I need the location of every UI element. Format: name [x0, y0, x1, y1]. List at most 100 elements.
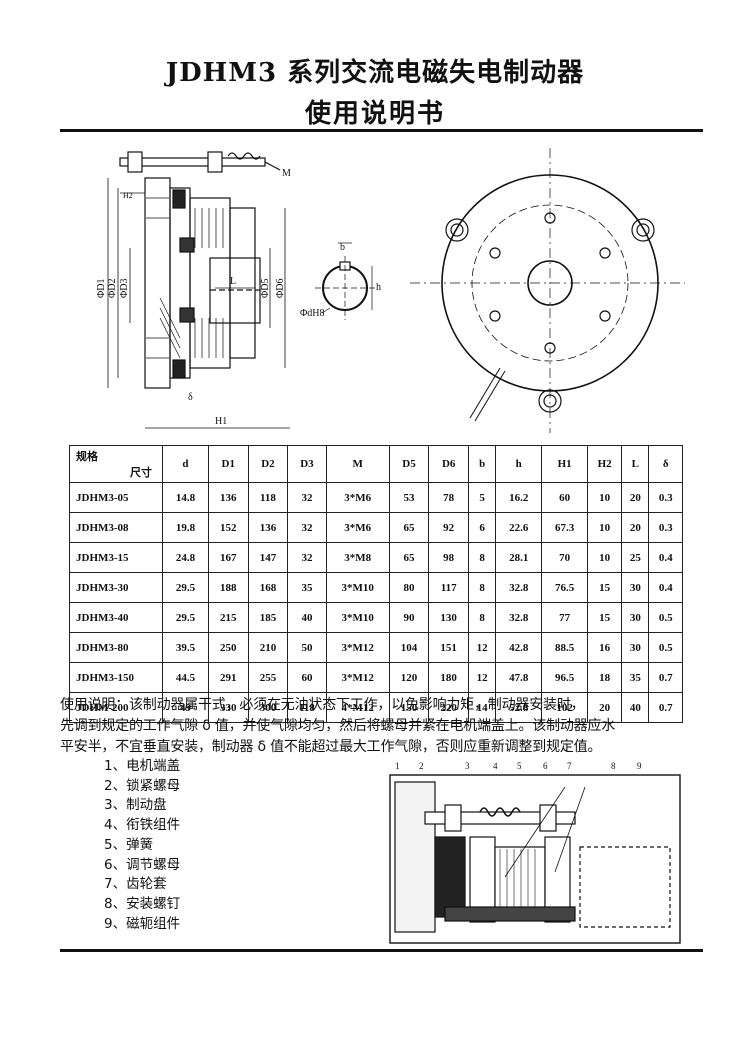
table-cell: 35: [287, 572, 327, 603]
table-cell: 215: [207, 602, 249, 633]
column-header: M: [325, 445, 390, 483]
column-header: D3: [287, 445, 327, 483]
table-cell: 0.3: [648, 512, 683, 543]
table-cell: 29.5: [162, 602, 209, 633]
part-number-8: 8: [611, 761, 616, 771]
table-cell: 96.5: [541, 662, 589, 693]
column-header: δ: [648, 445, 683, 483]
front-view: [410, 148, 685, 433]
table-cell: 25: [621, 542, 650, 573]
table-cell: 90: [388, 602, 430, 633]
table-cell: 24.8: [162, 542, 209, 573]
column-header: d: [162, 445, 209, 483]
table-cell: 39.5: [162, 632, 209, 663]
table-cell: 6: [468, 512, 497, 543]
table-cell: 20: [621, 482, 650, 513]
table-cell: 22.6: [495, 512, 543, 543]
table-cell: 53: [388, 482, 430, 513]
table-cell: 0.4: [648, 542, 683, 573]
table-cell: 29.5: [162, 572, 209, 603]
table-cell: 60: [287, 662, 327, 693]
table-cell: 151: [428, 632, 470, 663]
table-cell: 20: [621, 512, 650, 543]
table-cell: 118: [287, 692, 327, 723]
part-number-3: 3: [465, 761, 470, 771]
table-cell: 4*M12: [325, 692, 390, 723]
table-cell: 65: [388, 542, 430, 573]
label-M: M: [282, 168, 291, 179]
table-cell: 255: [247, 662, 289, 693]
table-cell: 76.5: [541, 572, 589, 603]
table-cell: 32.8: [495, 572, 543, 603]
table-cell: 12: [468, 662, 497, 693]
table-cell: 3*M12: [325, 662, 390, 693]
table-cell: 92: [428, 512, 470, 543]
table-cell: 150: [388, 692, 430, 723]
part-number-6: 6: [543, 761, 548, 771]
table-cell: 98: [428, 542, 470, 573]
table-cell: 8: [468, 602, 497, 633]
label-dH8: ΦdH8: [300, 308, 325, 319]
table-cell: 12: [468, 632, 497, 663]
label-D2: ΦD2: [107, 278, 118, 298]
list-item: 3、制动盘: [104, 797, 167, 814]
table-cell: 130: [428, 602, 470, 633]
part-number-5: 5: [517, 761, 522, 771]
table-cell: 32.8: [495, 602, 543, 633]
table-cell: 10: [587, 512, 623, 543]
model-cell: JDHM3-15: [69, 542, 163, 573]
table-cell: 67.3: [541, 512, 589, 543]
table-cell: 0.7: [648, 692, 683, 723]
label-delta: δ: [188, 392, 193, 403]
table-cell: 14.8: [162, 482, 209, 513]
model-cell: JDHM3-05: [69, 482, 163, 513]
table-cell: 10: [587, 542, 623, 573]
table-cell: 32: [287, 512, 327, 543]
table-cell: 120: [388, 662, 430, 693]
part-number-1: 1: [395, 761, 400, 771]
label-D1: ΦD1: [96, 278, 107, 298]
table-cell: 32: [287, 482, 327, 513]
footer-rule: [60, 949, 703, 952]
parts-list: 1、电机端盖 2、锁紧螺母 3、制动盘 4、衔铁组件 5、弹簧 6、调节螺母 7…: [104, 757, 180, 934]
instructions-line: 使用说明：该制动器属干式，必须在无油状态下工作，以免影响力矩，制动器安装时，: [60, 697, 585, 713]
table-cell: 168: [247, 572, 289, 603]
table-cell: 42.8: [495, 632, 543, 663]
model-cell: JDHM-200: [69, 692, 163, 723]
label-D3: ΦD3: [119, 278, 130, 298]
table-cell: 30: [621, 602, 650, 633]
table-cell: 44.5: [162, 662, 209, 693]
table-cell: 3*M6: [325, 482, 390, 513]
table-cell: 60: [541, 482, 589, 513]
table-cell: 330: [207, 692, 249, 723]
spec-table-header: 规格 尺寸 d D1 D2 D3 M D5 D6 b h H1 H2 L δ: [69, 445, 683, 483]
table-cell: 50: [287, 632, 327, 663]
part-number-7: 7: [567, 761, 572, 771]
table-cell: 16: [587, 632, 623, 663]
table-cell: 80: [388, 572, 430, 603]
label-L: L: [230, 276, 236, 287]
installation-section-drawing: 1 2 3 4 5 6 7 8 9: [389, 761, 681, 944]
label-h: h: [376, 282, 381, 293]
table-cell: 47.8: [495, 662, 543, 693]
table-cell: 3*M10: [325, 572, 390, 603]
column-header: D2: [247, 445, 289, 483]
column-header: D1: [207, 445, 249, 483]
table-cell: 8: [468, 572, 497, 603]
table-cell: 15: [587, 602, 623, 633]
table-cell: 0.7: [648, 662, 683, 693]
instructions-line: 平安半，不宜垂直安装，制动器 δ 值不能超过最大工作气隙，否则应重新调整到规定值…: [60, 739, 602, 755]
table-cell: 70: [541, 542, 589, 573]
column-header: b: [468, 445, 497, 483]
spec-table-corner: 规格 尺寸: [69, 445, 163, 483]
list-item: 6、调节螺母: [104, 856, 181, 873]
table-cell: 8: [468, 542, 497, 573]
table-cell: 65: [388, 512, 430, 543]
table-cell: 136: [247, 512, 289, 543]
